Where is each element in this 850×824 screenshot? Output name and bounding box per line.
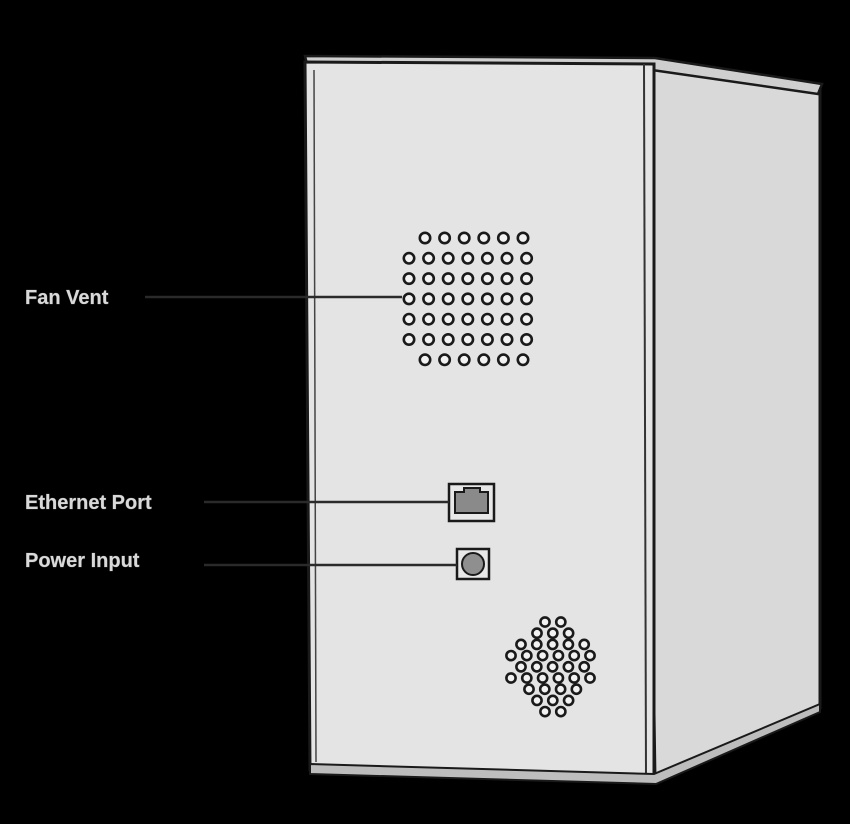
vent-hole <box>402 272 416 286</box>
vent-hole <box>441 251 455 265</box>
vent-hole <box>570 683 583 696</box>
vent-hole <box>520 292 534 306</box>
vent-hole <box>554 705 567 718</box>
case-corner-edge <box>643 63 647 779</box>
vent-hole <box>546 660 559 673</box>
vent-hole <box>438 231 452 245</box>
vent-hole <box>568 649 581 662</box>
vent-hole <box>418 231 432 245</box>
case-front-edge-line <box>313 69 317 763</box>
vent-hole <box>552 649 565 662</box>
vent-hole <box>546 638 559 651</box>
vent-hole <box>515 660 527 673</box>
vent-hole <box>530 638 543 651</box>
vent-hole <box>546 627 559 640</box>
vent-hole <box>422 312 436 326</box>
vent-hole <box>422 272 436 286</box>
vent-hole <box>520 312 534 326</box>
vent-hole <box>461 251 475 265</box>
vent-hole <box>477 353 491 367</box>
case-bottom-edge <box>309 702 821 786</box>
vent-hole <box>461 292 475 306</box>
vent-hole <box>515 638 527 651</box>
vent-hole <box>418 353 432 367</box>
vent-hole <box>477 231 491 245</box>
power-input-label: Power Input <box>25 550 140 572</box>
vent-hole <box>554 683 567 696</box>
vent-hole <box>422 251 436 265</box>
vent-hole <box>422 292 436 306</box>
vent-hole <box>505 649 517 662</box>
vent-hole <box>520 332 534 346</box>
vent-hole <box>520 649 533 662</box>
case-front-panel <box>303 60 656 783</box>
vent-hole <box>520 251 534 265</box>
vent-hole <box>402 312 416 326</box>
vent-hole <box>516 231 530 245</box>
vent-hole <box>531 627 543 640</box>
computer-case <box>303 54 824 786</box>
vent-hole <box>480 272 494 286</box>
vent-hole <box>584 672 596 684</box>
vent-hole <box>480 292 494 306</box>
vent-hole <box>562 694 575 707</box>
vent-hole <box>438 353 452 367</box>
vent-hole <box>500 272 514 286</box>
vent-hole <box>554 616 567 628</box>
vent-hole <box>516 353 530 367</box>
ethernet-port-socket <box>454 487 489 514</box>
vent-hole <box>568 672 581 684</box>
vent-hole <box>536 672 549 684</box>
vent-hole <box>480 332 494 346</box>
vent-hole <box>562 638 575 651</box>
vent-hole <box>480 312 494 326</box>
vent-hole <box>523 683 535 696</box>
vent-hole <box>496 231 510 245</box>
vent-hole <box>520 272 534 286</box>
vent-hole <box>402 251 416 265</box>
vent-hole <box>539 705 551 718</box>
vent-hole <box>536 649 549 662</box>
power-input-jack <box>461 552 485 576</box>
vent-hole <box>539 616 551 628</box>
vent-hole <box>562 627 575 640</box>
vent-hole <box>578 638 591 651</box>
vent-hole <box>422 332 436 346</box>
vent-hole <box>505 672 517 684</box>
vent-hole <box>441 272 455 286</box>
vent-hole <box>461 272 475 286</box>
vent-hole <box>578 660 591 673</box>
vent-hole <box>441 312 455 326</box>
ethernet-port <box>447 482 496 523</box>
vent-hole <box>500 251 514 265</box>
fan-vent-label: Fan Vent <box>25 287 109 309</box>
vent-hole <box>441 332 455 346</box>
vent-hole <box>531 694 543 707</box>
vent-hole <box>402 332 416 346</box>
vent-hole <box>500 292 514 306</box>
vent-hole <box>546 694 559 707</box>
vent-hole <box>538 683 551 696</box>
case-side-panel <box>642 58 822 782</box>
vent-hole <box>457 231 471 245</box>
vent-hole <box>461 312 475 326</box>
vent-hole <box>584 649 596 662</box>
vent-hole <box>500 332 514 346</box>
vent-hole <box>402 292 416 306</box>
vent-hole <box>441 292 455 306</box>
vent-hole <box>530 660 543 673</box>
lower-vent <box>505 616 596 718</box>
vent-hole <box>457 353 471 367</box>
vent-hole <box>520 672 533 684</box>
ethernet-port-label: Ethernet Port <box>25 492 152 514</box>
vent-hole <box>552 672 565 684</box>
vent-hole <box>461 332 475 346</box>
vent-hole <box>480 251 494 265</box>
vent-hole <box>496 353 510 367</box>
vent-hole <box>562 660 575 673</box>
power-input <box>455 547 491 581</box>
fan-vent <box>402 231 534 367</box>
vent-hole <box>500 312 514 326</box>
